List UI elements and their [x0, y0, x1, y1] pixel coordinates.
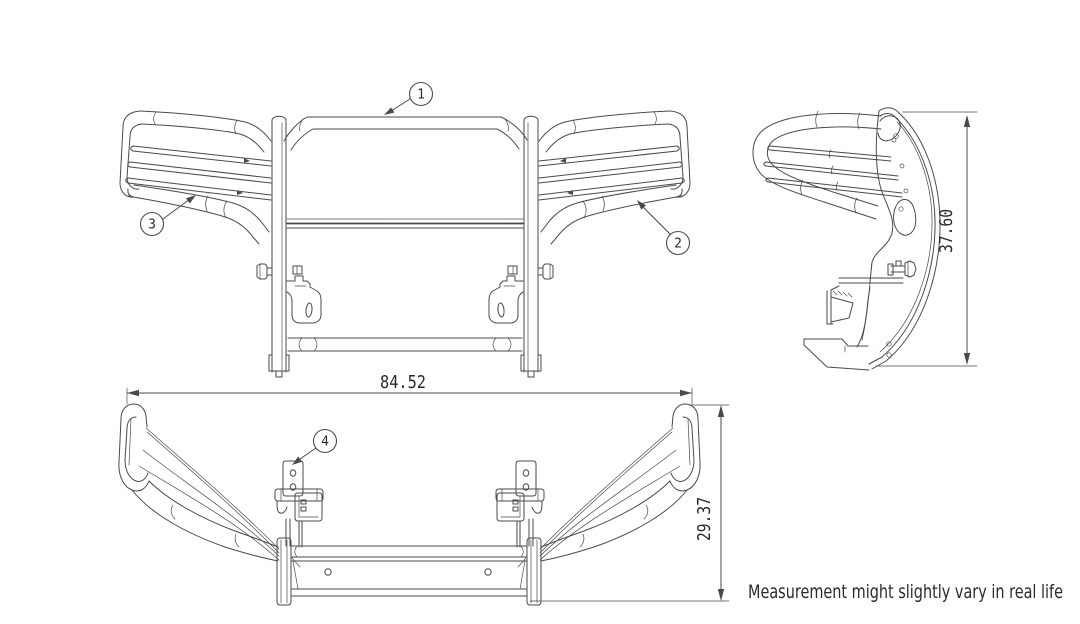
callout-arrow [637, 200, 646, 210]
callout-4: 4 [292, 428, 338, 465]
dimension-text: 84.52 [380, 372, 426, 393]
dimension-text: 29.37 [694, 497, 715, 541]
front-right-assembly [488, 110, 691, 378]
dimension-height: 37.60 [875, 111, 978, 367]
dimension-depth: 29.37 [529, 404, 730, 602]
measurement-note: Measurement might slightly vary in real … [748, 581, 1063, 603]
callout-arrow [384, 107, 395, 115]
dimension-arrow [963, 115, 971, 127]
dimension-arrow [127, 389, 139, 397]
dimension-arrow [717, 405, 725, 417]
callout-number: 4 [321, 435, 329, 450]
callout-leader [390, 98, 411, 112]
side-view: 37.60 [752, 107, 978, 371]
callout-leader [162, 198, 191, 220]
callout-arrow [292, 456, 302, 465]
dimension-arrow [717, 589, 725, 601]
callout-balloon [665, 230, 691, 256]
callout-leader [299, 447, 317, 460]
top-left-assembly [118, 403, 324, 562]
top-right-assembly [495, 403, 701, 562]
top-center-bar [276, 537, 542, 606]
callout-3: 3 [139, 195, 196, 237]
callout-2: 2 [637, 200, 691, 256]
callout-number: 1 [417, 88, 425, 103]
dimension-width: 84.52 [126, 372, 693, 405]
callout-balloon [139, 211, 165, 237]
front-view: 1 3 2 [119, 81, 691, 378]
callout-balloon [312, 428, 338, 454]
callout-arrow [186, 195, 196, 204]
front-left-assembly [119, 110, 322, 378]
dimension-arrow [963, 353, 971, 365]
top-view: 84.52 [118, 372, 730, 606]
dimension-text: 37.60 [936, 209, 957, 253]
callout-1: 1 [384, 81, 434, 115]
callout-number: 2 [674, 237, 682, 252]
callout-balloon [408, 81, 434, 107]
callout-leader [642, 206, 671, 235]
callout-number: 3 [148, 218, 156, 233]
front-frame [283, 116, 528, 352]
dimension-arrow [680, 389, 692, 397]
